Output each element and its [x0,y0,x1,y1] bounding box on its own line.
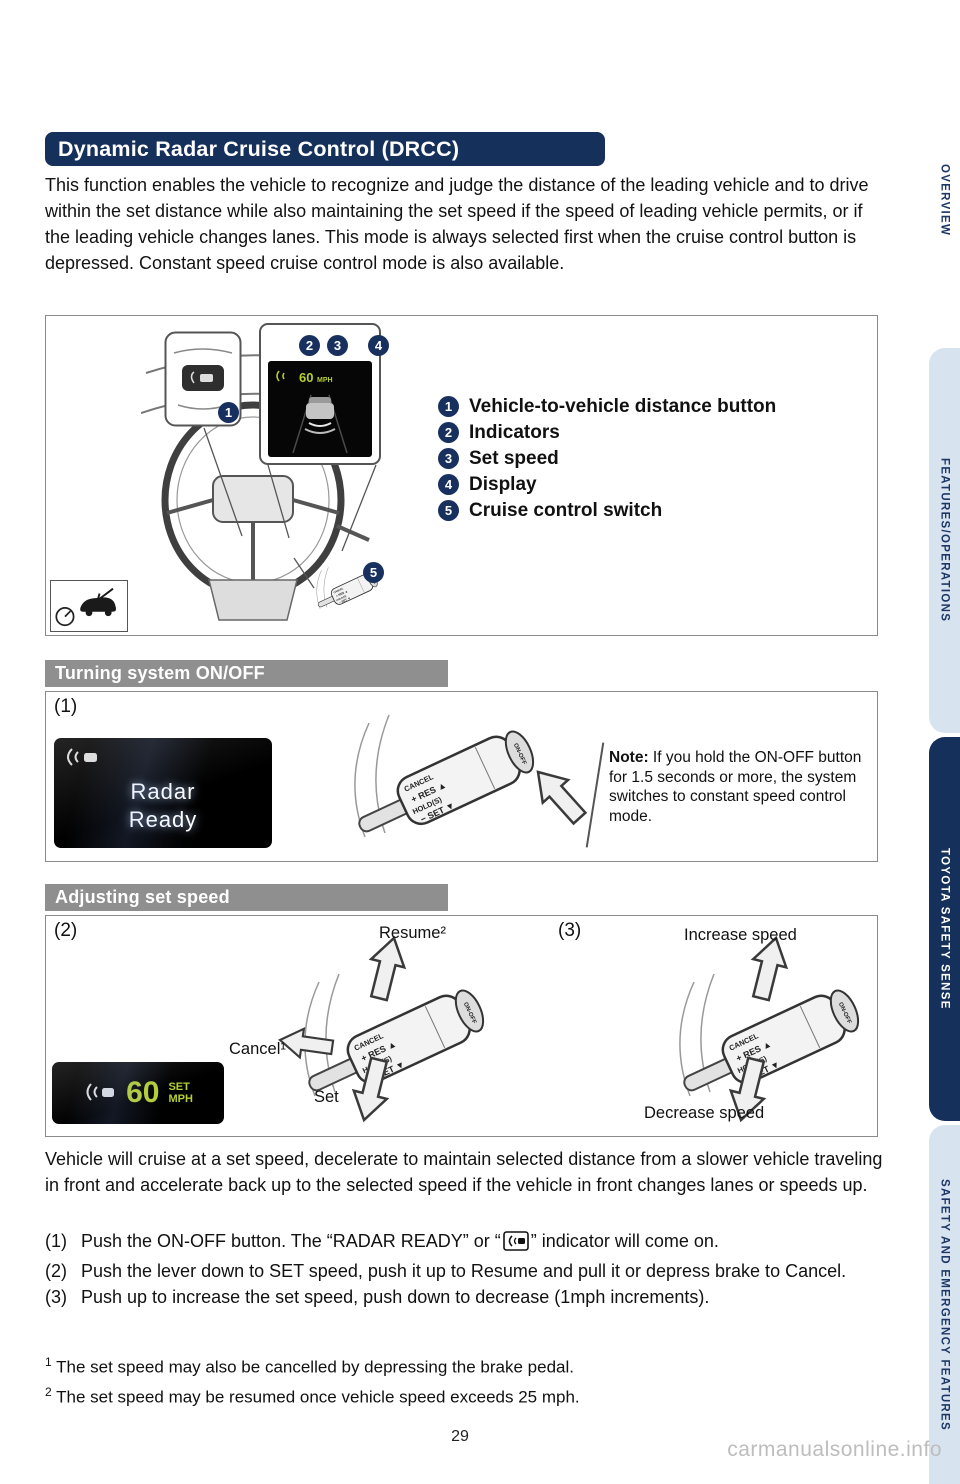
resume-label: Resume² [379,924,446,942]
sidebar-tab-toyota-safety-sense-label: TOYOTA SAFETY SENSE [938,848,951,1010]
drcc-indicator-icon [50,580,128,632]
page-number: 29 [451,1428,469,1445]
svg-text:60: 60 [299,370,313,385]
footnote-1-text: The set speed may also be cancelled by d… [51,1357,574,1377]
legend-item-4: 4 Display [438,474,776,495]
radar-ready-display: Radar Ready [54,738,272,848]
diagram-badge-4: 4 [368,335,389,356]
step-1-text-post: ” indicator will come on. [530,1231,719,1251]
section-header-on-off: Turning system ON/OFF [45,660,448,687]
step1-figure-label: (1) [54,696,78,717]
sidebar-tab-safety-emergency-label: SAFETY AND EMERGENCY FEATURES [938,1178,951,1431]
step-1: (1) Push the ON-OFF button. The “RADAR R… [45,1228,887,1258]
step-1-text-pre: Push the ON-OFF button. The “RADAR READY… [81,1231,501,1251]
distance-button-inset [164,331,242,427]
set-speed-display-content: 60 SET MPH [52,1062,224,1124]
page-title: Dynamic Radar Cruise Control (DRCC) [45,132,605,166]
decrease-speed-label: Decrease speed [644,1104,765,1122]
increase-speed-label: Increase speed [684,926,797,944]
legend-label-3: Set speed [469,447,559,469]
watermark: carmanualsonline.info [727,1438,942,1461]
legend-label-2: Indicators [469,421,560,443]
sidebar-tab-features-operations-label: FEATURES/OPERATIONS [938,458,951,623]
set-speed-set-label: SET [168,1081,190,1093]
set-speed-value: 60 [126,1076,160,1109]
on-off-stalk-illustration [348,713,594,851]
step-2-text: Push the lever down to SET speed, push i… [81,1261,847,1281]
set-resume-cancel-stalk [276,932,492,1126]
radar-car-icon [67,748,97,766]
footnote-2-marker: 2 [45,1384,52,1399]
legend-badge-4: 4 [438,474,459,495]
radar-ready-text: Radar Ready [54,778,272,834]
legend-badge-1: 1 [438,396,459,417]
sidebar-tab-overview-label: OVERVIEW [938,163,951,237]
legend-item-2: 2 Indicators [438,422,776,443]
step-3: (3) Push up to increase the set speed, p… [45,1284,887,1310]
radar-indicator-inline-icon [502,1231,529,1258]
footnote-1-marker: 1 [45,1355,52,1369]
legend-badge-2: 2 [438,422,459,443]
svg-text:MPH: MPH [317,377,333,384]
cruise-switch-inset [314,566,381,614]
set-label: Set [314,1088,339,1106]
radar-ready-line1: Radar [130,779,196,804]
step-2: (2) Push the lever down to SET speed, pu… [45,1258,887,1284]
step3-figure-label: (3) [558,920,582,941]
description-paragraph: Vehicle will cruise at a set speed, dece… [45,1149,883,1195]
legend-item-1: 1 Vehicle-to-vehicle distance button [438,396,776,417]
footnotes: 1 The set speed may also be cancelled by… [45,1350,885,1409]
step-3-text: Push up to increase the set speed, push … [81,1287,710,1307]
diagram-legend: 1 Vehicle-to-vehicle distance button 2 I… [438,396,776,521]
instruction-steps: (1) Push the ON-OFF button. The “RADAR R… [45,1228,887,1310]
diagram-badge-3: 3 [327,335,348,356]
diagram-badge-5: 5 [363,562,384,583]
radar-ready-line2: Ready [128,807,198,832]
steering-wheel-illustration [141,354,381,621]
sidebar-tab-safety-emergency: SAFETY AND EMERGENCY FEATURES [929,1125,960,1484]
callout-leader-lines [203,427,377,589]
footnote-2-text: The set speed may be resumed once vehicl… [51,1387,580,1407]
set-speed-units: SET MPH [168,1081,192,1105]
step-2-number: (2) [45,1261,67,1281]
diagram-badge-1: 1 [218,402,239,423]
radar-car-icon-small [86,1083,115,1101]
step-3-number: (3) [45,1287,67,1307]
legend-label-1: Vehicle-to-vehicle distance button [469,395,777,417]
legend-badge-5: 5 [438,500,459,521]
sidebar-tab-overview: OVERVIEW [929,125,960,275]
sidebar-tab-toyota-safety-sense: TOYOTA SAFETY SENSE [929,737,960,1121]
adjust-speed-box: (2) (3) Resume² Cancel¹ Set 60 SET MPH [45,915,878,1137]
legend-item-3: 3 Set speed [438,448,776,469]
sidebar-tab-features-operations: FEATURES/OPERATIONS [929,348,960,733]
step-1-number: (1) [45,1231,67,1251]
cancel-label: Cancel¹ [229,1040,286,1058]
footnote-1: 1 The set speed may also be cancelled by… [45,1350,885,1380]
on-off-note: Note: If you hold the ON-OFF button for … [609,748,881,826]
section-header-adjust: Adjusting set speed [45,884,448,911]
increase-decrease-stalk [673,932,867,1126]
note-label: Note: [609,749,649,766]
legend-label-5: Cruise control switch [469,499,663,521]
set-speed-display: 60 SET MPH [52,1062,224,1124]
overview-diagram-box: 60 MPH 1 2 3 4 5 [45,315,878,636]
step2-figure-label: (2) [54,920,78,941]
cluster-display-inset: 60 MPH [259,323,381,465]
legend-label-4: Display [469,473,537,495]
legend-badge-3: 3 [438,448,459,469]
legend-item-5: 5 Cruise control switch [438,500,776,521]
footnote-2: 2 The set speed may be resumed once vehi… [45,1380,885,1410]
on-off-box: (1) Radar Ready Note: If you hold the ON… [45,691,878,862]
note-text: If you hold the ON-OFF button for 1.5 se… [609,749,862,825]
set-speed-mph-label: MPH [168,1093,193,1105]
diagram-badge-2: 2 [299,335,320,356]
intro-paragraph: This function enables the vehicle to rec… [45,175,869,273]
